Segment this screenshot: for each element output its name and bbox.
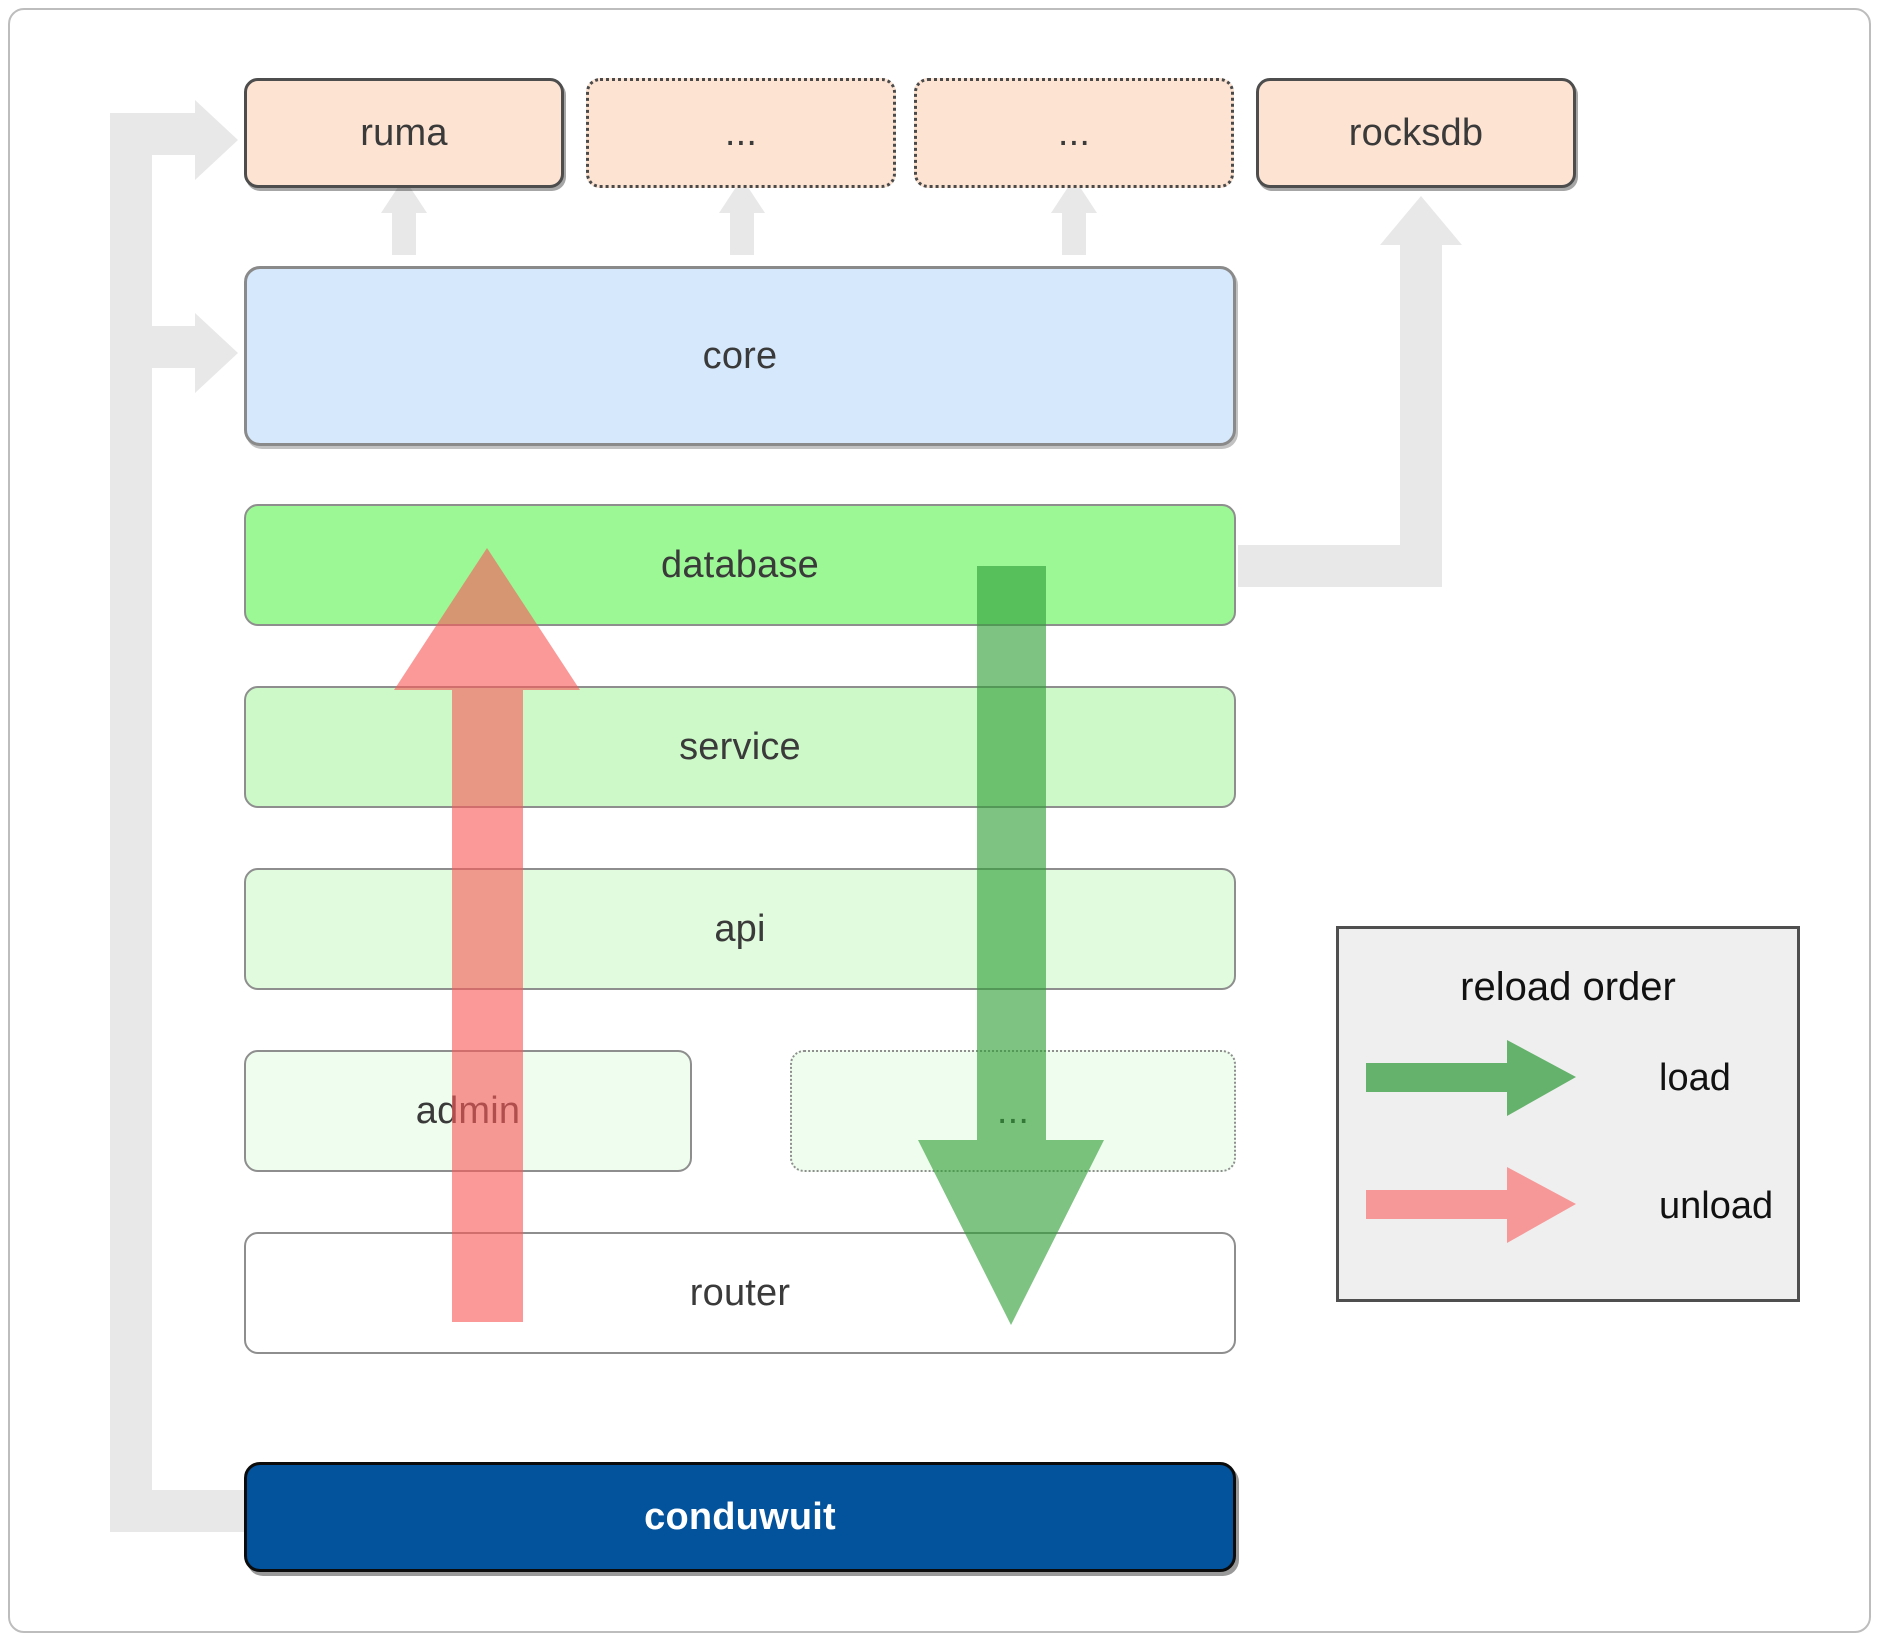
dependency-box-ellipsis-2[interactable]: ... bbox=[914, 78, 1234, 188]
legend-panel: reload order load unload bbox=[1336, 926, 1800, 1302]
layer-box-database[interactable]: database bbox=[244, 504, 1236, 626]
dependency-label: ... bbox=[1057, 111, 1091, 154]
core-label: core bbox=[702, 334, 778, 377]
dependency-box-ruma[interactable]: ruma bbox=[244, 78, 564, 188]
layer-label: api bbox=[714, 907, 766, 950]
layer-label: admin bbox=[415, 1089, 521, 1132]
layer-box-ellipsis[interactable]: ... bbox=[790, 1050, 1236, 1172]
dependency-label: ... bbox=[724, 111, 758, 154]
layer-box-router[interactable]: router bbox=[244, 1232, 1236, 1354]
layer-box-api[interactable]: api bbox=[244, 868, 1236, 990]
binary-label: conduwuit bbox=[644, 1495, 836, 1538]
dependency-label: rocksdb bbox=[1348, 111, 1484, 154]
layer-label: router bbox=[689, 1271, 791, 1314]
dependency-box-rocksdb[interactable]: rocksdb bbox=[1256, 78, 1576, 188]
legend-title: reload order bbox=[1460, 965, 1676, 1009]
dependency-box-ellipsis-1[interactable]: ... bbox=[586, 78, 896, 188]
core-box[interactable]: core bbox=[244, 266, 1236, 446]
dependency-label: ruma bbox=[360, 111, 448, 154]
layer-label: service bbox=[679, 725, 801, 768]
legend-label-unload: unload bbox=[1659, 1185, 1774, 1227]
layer-box-service[interactable]: service bbox=[244, 686, 1236, 808]
binary-box-conduwuit[interactable]: conduwuit bbox=[244, 1462, 1236, 1572]
layer-label: ... bbox=[996, 1089, 1030, 1132]
diagram-frame bbox=[8, 8, 1871, 1633]
legend-label-load: load bbox=[1659, 1057, 1731, 1099]
layer-box-admin[interactable]: admin bbox=[244, 1050, 692, 1172]
layer-label: database bbox=[661, 543, 819, 586]
